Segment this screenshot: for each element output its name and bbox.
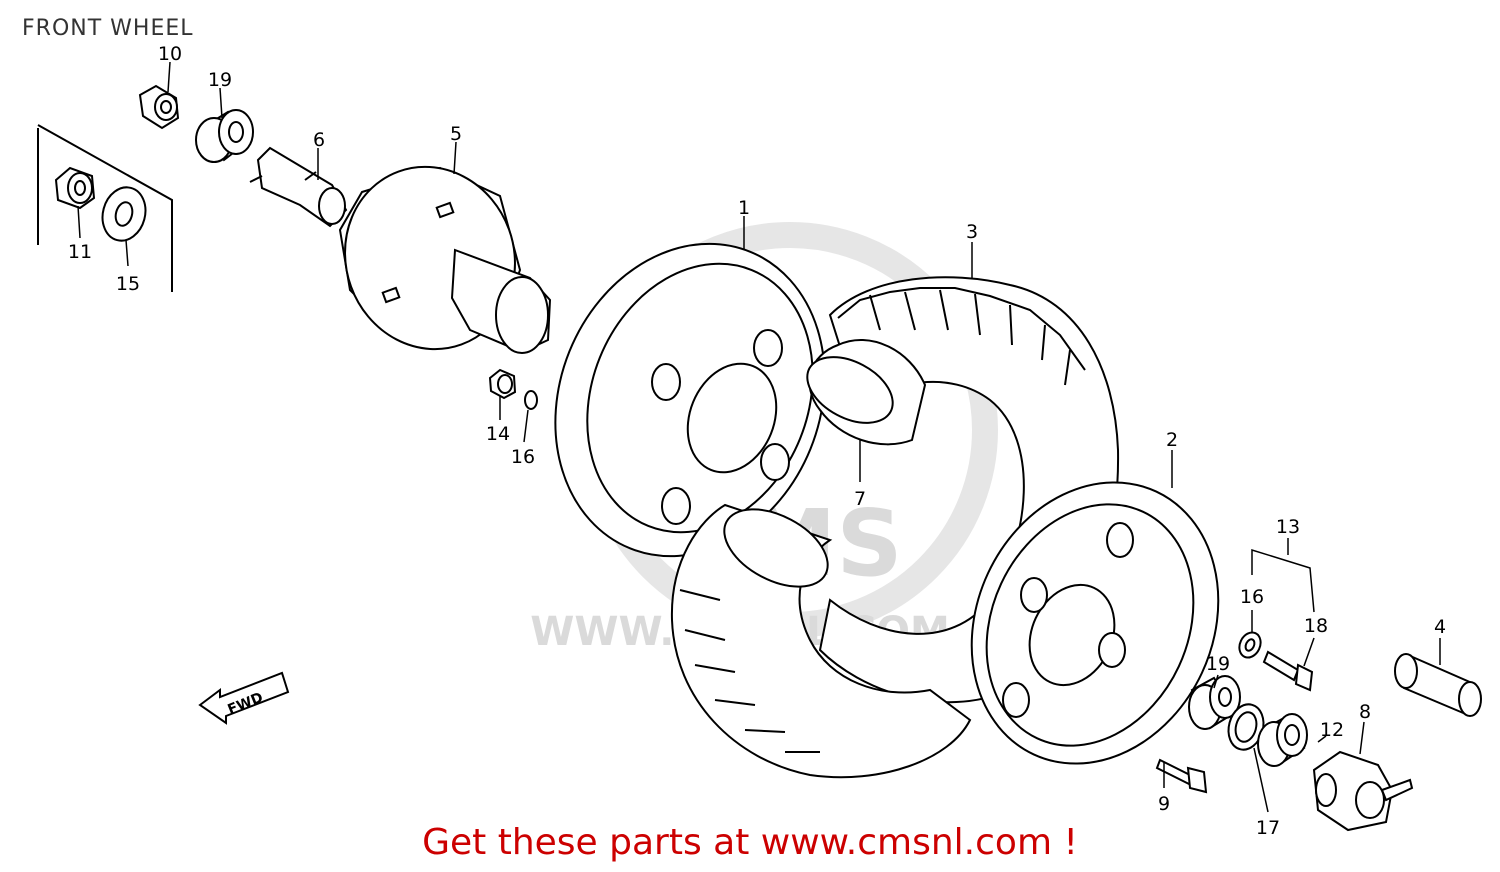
label-part-1: 1 — [738, 197, 750, 219]
part-17-circlip — [1227, 703, 1265, 751]
part-18-bolt — [1262, 650, 1314, 692]
fwd-arrow-icon — [198, 671, 290, 725]
part-7-tube — [806, 339, 927, 446]
label-part-15: 15 — [116, 273, 140, 295]
part-15-washer — [101, 186, 147, 242]
part-10-nut — [138, 84, 180, 130]
label-part-9: 9 — [1158, 793, 1170, 815]
part-5-brake-panel — [338, 165, 552, 354]
label-part-2: 2 — [1166, 429, 1178, 451]
label-part-4: 4 — [1434, 616, 1446, 638]
label-part-19-top: 19 — [208, 69, 232, 91]
label-part-5: 5 — [450, 123, 462, 145]
label-part-6: 6 — [313, 129, 325, 151]
label-part-16-right: 16 — [1240, 586, 1264, 608]
part-16-washer-center — [524, 390, 538, 410]
part-19-bearing-top — [195, 109, 254, 163]
label-part-11: 11 — [68, 241, 92, 263]
label-part-13: 13 — [1276, 516, 1300, 538]
label-part-16-center: 16 — [511, 446, 535, 468]
label-part-12: 12 — [1320, 719, 1344, 741]
promo-banner[interactable]: Get these parts at www.cmsnl.com ! — [422, 822, 1078, 863]
part-14-nut — [488, 368, 517, 400]
label-part-19-right: 19 — [1206, 653, 1230, 675]
leader-lines — [77, 61, 1441, 813]
group-bracket-top — [37, 124, 173, 292]
part-8-speedo-gearbox — [1312, 750, 1414, 832]
part-1-rim-half — [554, 242, 826, 558]
part-labels: 10 19 6 5 11 15 1 3 14 16 7 2 13 16 18 4… — [68, 43, 1446, 839]
part-3-tire-lower — [670, 503, 972, 779]
part-12-seal — [1257, 713, 1308, 767]
label-part-8: 8 — [1359, 701, 1371, 723]
label-part-17: 17 — [1256, 817, 1280, 839]
part-6-axle-spacer — [249, 146, 348, 228]
page-title: FRONT WHEEL — [22, 16, 194, 41]
part-9-bolt — [1155, 758, 1208, 794]
label-part-18: 18 — [1304, 615, 1328, 637]
label-part-10: 10 — [158, 43, 182, 65]
part-16-washer-right — [1238, 631, 1262, 659]
part-4-sleeve — [1394, 653, 1482, 717]
part-11-nut — [54, 166, 96, 210]
part-2-rim-half — [970, 481, 1220, 765]
label-part-7: 7 — [854, 488, 866, 510]
label-part-14: 14 — [486, 423, 510, 445]
label-part-3: 3 — [966, 221, 978, 243]
